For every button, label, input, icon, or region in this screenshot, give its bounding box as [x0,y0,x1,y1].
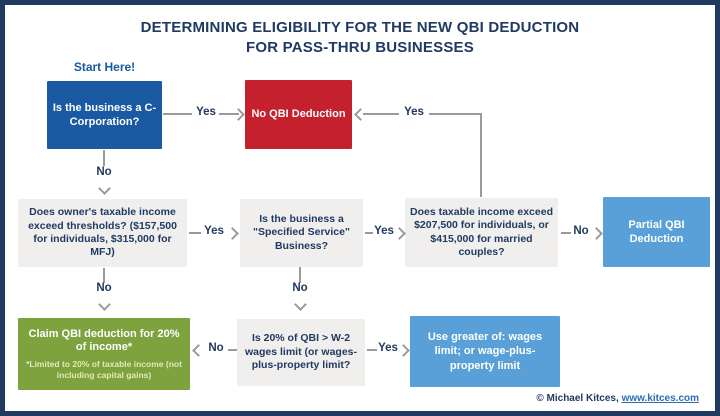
arrowhead-right-icon [232,108,245,121]
arrow-line [228,349,237,351]
arrow-line [103,150,105,166]
arrowhead-right-icon [226,227,239,240]
arrow-line [365,232,373,234]
node-c-corporation: Is the business a C-Corporation? [47,81,162,149]
edge-label-no-thresholds: No [96,282,112,294]
node-specified-service: Is the business a "Specified Service" Bu… [240,199,363,267]
page-title: DETERMINING ELIGIBILITY FOR THE NEW QBI … [5,18,715,59]
edge-label-yes-thresholds: Yes [204,225,224,237]
start-here-label: Start Here! [73,60,136,74]
arrowhead-down-icon [294,298,307,311]
title-line-1: DETERMINING ELIGIBILITY FOR THE NEW QBI … [140,19,580,36]
edge-label-no-wages: No [208,342,224,354]
edge-label-no-highincome: No [573,225,589,237]
arrow-line [367,349,377,351]
edge-label-yes-specified: Yes [374,225,394,237]
arrow-line [363,113,399,115]
arrow-line [219,113,239,115]
title-line-2: FOR PASS-THRU BUSINESSES [246,39,474,57]
footer-credit: © Michael Kitces, www.kitces.com [536,393,699,404]
arrow-line [561,232,571,234]
arrow-line [189,232,201,234]
arrowhead-down-icon [98,182,111,195]
copyright-text: © Michael Kitces, [536,393,619,404]
edge-label-no-ccorp: No [96,166,112,178]
arrowhead-down-icon [98,298,111,311]
edge-label-yes-wages: Yes [378,342,398,354]
node-wages-limit-question: Is 20% of QBI > W-2 wages limit (or wage… [237,319,365,386]
edge-label-yes-ccorp: Yes [196,106,216,118]
node-claim-qbi: Claim QBI deduction for 20% of income* *… [18,318,190,390]
arrow-line [429,113,482,115]
arrow-line [103,268,105,283]
edge-label-no-specified: No [292,282,308,294]
kitces-link[interactable]: www.kitces.com [621,393,699,404]
arrow-line [163,113,192,115]
node-no-qbi-deduction: No QBI Deduction [245,80,352,149]
node-income-thresholds: Does owner's taxable income exceed thres… [18,199,187,267]
claim-qbi-main-text: Claim QBI deduction for 20% of income* [28,327,180,354]
edge-label-yes-highincome: Yes [404,106,424,118]
arrow-line [480,113,482,197]
arrow-line [299,267,301,283]
node-high-income: Does taxable income exceed $207,500 for … [405,198,558,267]
claim-qbi-footnote: *Limited to 20% of taxable income (not i… [26,359,182,380]
node-use-greater: Use greater of: wages limit; or wage-plu… [410,316,560,387]
node-partial-qbi: Partial QBI Deduction [603,197,710,267]
